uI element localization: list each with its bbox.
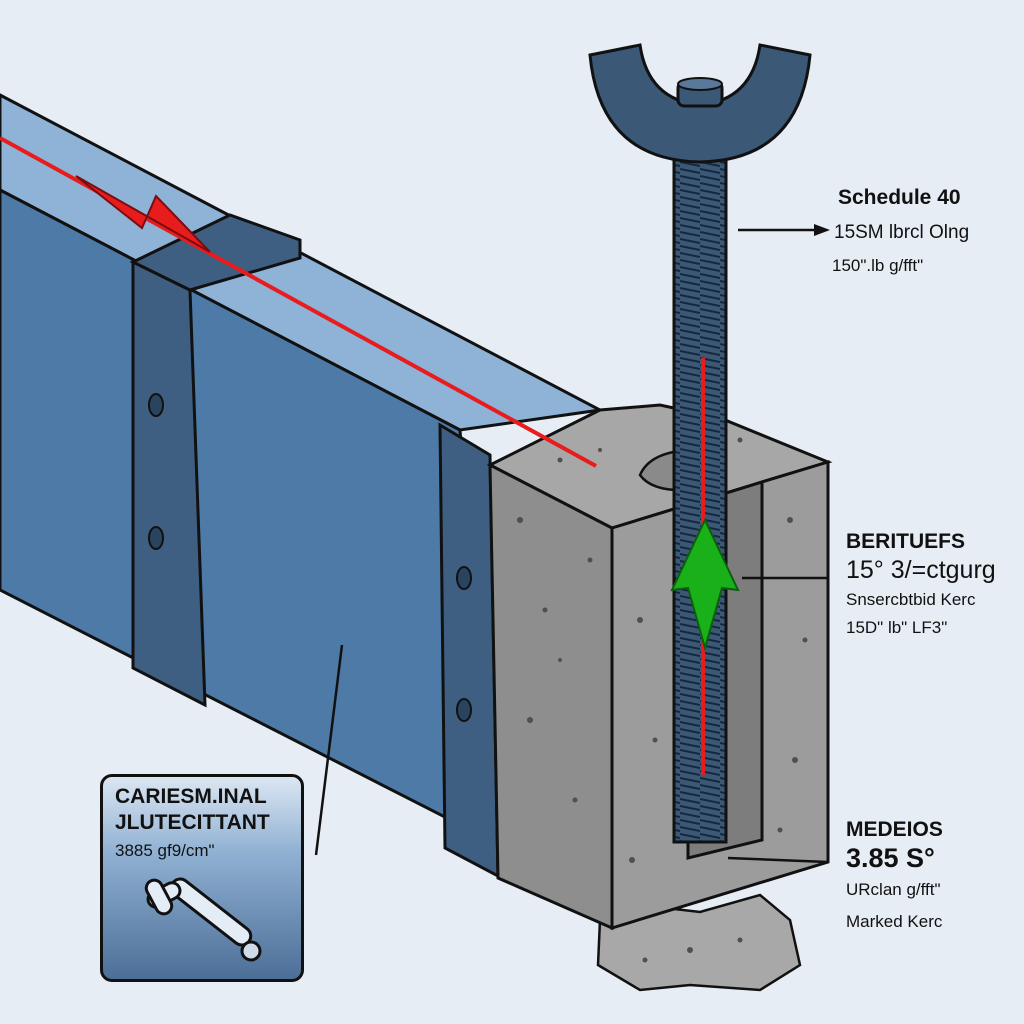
steel-beam [0, 93, 605, 879]
leader-arrow-icon [814, 224, 830, 236]
bolt-hole [148, 526, 164, 550]
bottom-label-line1: URclan g/fft" [846, 880, 941, 899]
pipe-fitting-icon [144, 877, 262, 962]
bolt-hole [456, 566, 472, 590]
top-label-line1: 15SM lbrcl Olng [834, 222, 970, 243]
threaded-rod [672, 148, 728, 844]
bolt-hole [456, 698, 472, 722]
concrete-block [486, 403, 833, 992]
u-bolt-rod-icon [588, 43, 812, 844]
bolt-hole [148, 393, 164, 417]
callout-box: CARIESM.INAL JLUTECITTANT 3885 gf9/cm" [100, 774, 304, 982]
top-label-line2: 150".lb g/fft" [832, 256, 924, 275]
bottom-label-line2: Marked Kerc [846, 912, 943, 931]
callout-title-2: JLUTECITTANT [115, 811, 270, 834]
rubble-base [596, 893, 802, 992]
bottom-label-title: MEDEIOS [846, 818, 943, 841]
middle-label-line2: Snsercbtbid Kerc [846, 590, 976, 609]
u-head [588, 43, 812, 164]
rod-cap-top [677, 77, 723, 91]
block-left-face [488, 462, 614, 931]
middle-label-title: BERITUEFS [846, 530, 966, 553]
green-down-arrow-icon [670, 517, 740, 652]
callout-title-1: CARIESM.INAL [115, 785, 267, 808]
top-label-title: Schedule 40 [838, 186, 961, 209]
red-arrow-icon [75, 175, 211, 253]
callout-value: 3885 gf9/cm" [115, 841, 215, 860]
beam-crease-line [314, 644, 344, 856]
bottom-label-value: 3.85 S° [846, 843, 935, 873]
beam-joint-top [129, 213, 302, 292]
middle-label-line3: 15D" lb" LF3" [846, 618, 948, 637]
concrete-speckles [517, 437, 808, 963]
leader-lines [727, 224, 830, 864]
middle-label-line1: 15° 3/=ctgurg [846, 556, 996, 584]
